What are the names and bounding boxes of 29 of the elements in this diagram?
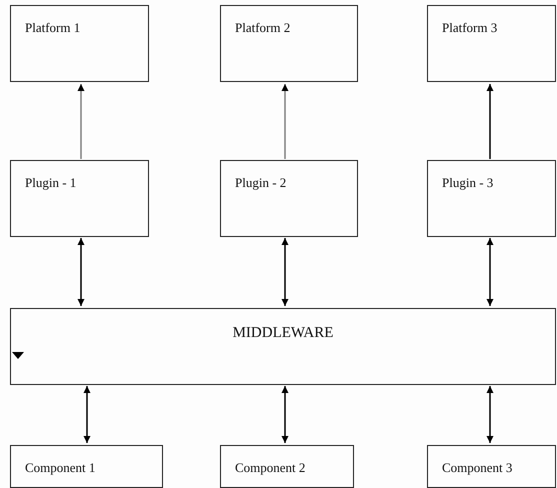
arrow: [84, 386, 90, 443]
box: [427, 5, 556, 82]
arrow: [282, 238, 288, 306]
box-label: Component 3: [442, 460, 512, 476]
box-label: Platform 3: [442, 20, 498, 36]
box: [10, 445, 163, 488]
arrow: [282, 84, 288, 159]
arrow: [486, 386, 494, 443]
box-label: Plugin - 1: [25, 175, 76, 191]
arrow: [282, 386, 288, 443]
box: [10, 160, 149, 237]
box-label: Component 1: [25, 460, 96, 476]
box: [427, 445, 556, 488]
arrow: [78, 84, 84, 159]
box-label: Plugin - 3: [442, 175, 494, 191]
box: [220, 445, 354, 488]
box-label: Plugin - 2: [235, 175, 286, 191]
box: [427, 160, 556, 237]
arrow: [486, 84, 494, 159]
arrow: [78, 238, 84, 306]
box: [220, 5, 358, 82]
box-label: MIDDLEWARE: [232, 325, 334, 342]
box: [10, 308, 556, 385]
box-label: Platform 1: [25, 20, 80, 36]
box-label: Component 2: [235, 460, 306, 476]
box: [10, 5, 149, 82]
arrow: [486, 238, 494, 306]
box-label: Platform 2: [235, 20, 290, 36]
box: [220, 160, 358, 237]
